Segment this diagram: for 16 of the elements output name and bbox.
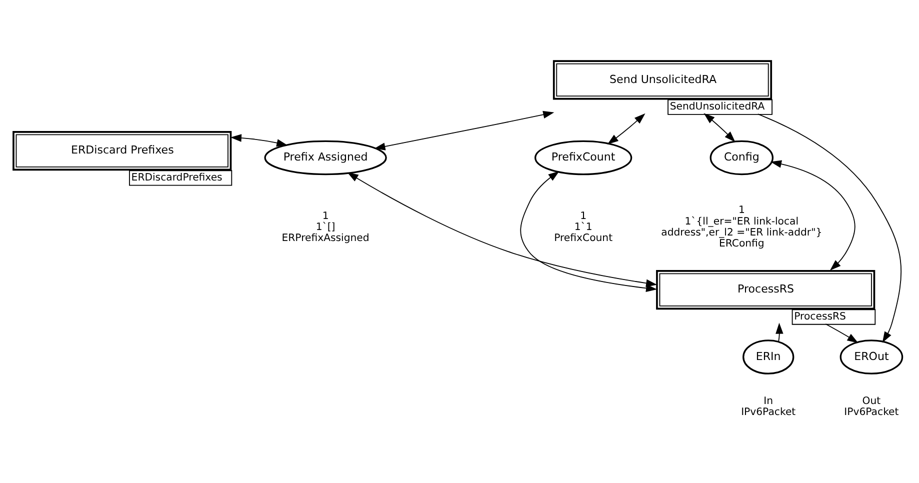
node-label: 1`1 [574,222,592,233]
node-label: ERConfig [718,238,764,250]
node-label: PrefixCount [554,232,613,244]
node-label: In [764,396,774,407]
node-label: 1 [322,210,329,222]
node-label: ProcessRS [794,312,846,323]
node-label: ERPrefixAssigned [282,232,370,244]
node-label: Out [862,396,881,407]
node-label: IPv6Packet [844,406,899,418]
node-label: 1`{ll_er="ER link-local address",er_l2 ="ER link-addr"} [661,216,822,238]
node-label: IPv6Packet [741,406,796,418]
node-label: 1`[] [316,222,336,233]
node-label: 1 [580,210,587,222]
node-label: SendUnsolicitedRA [670,102,765,113]
node-label: 1 [738,205,745,216]
node-label: ERDiscardPrefixes [131,172,222,184]
